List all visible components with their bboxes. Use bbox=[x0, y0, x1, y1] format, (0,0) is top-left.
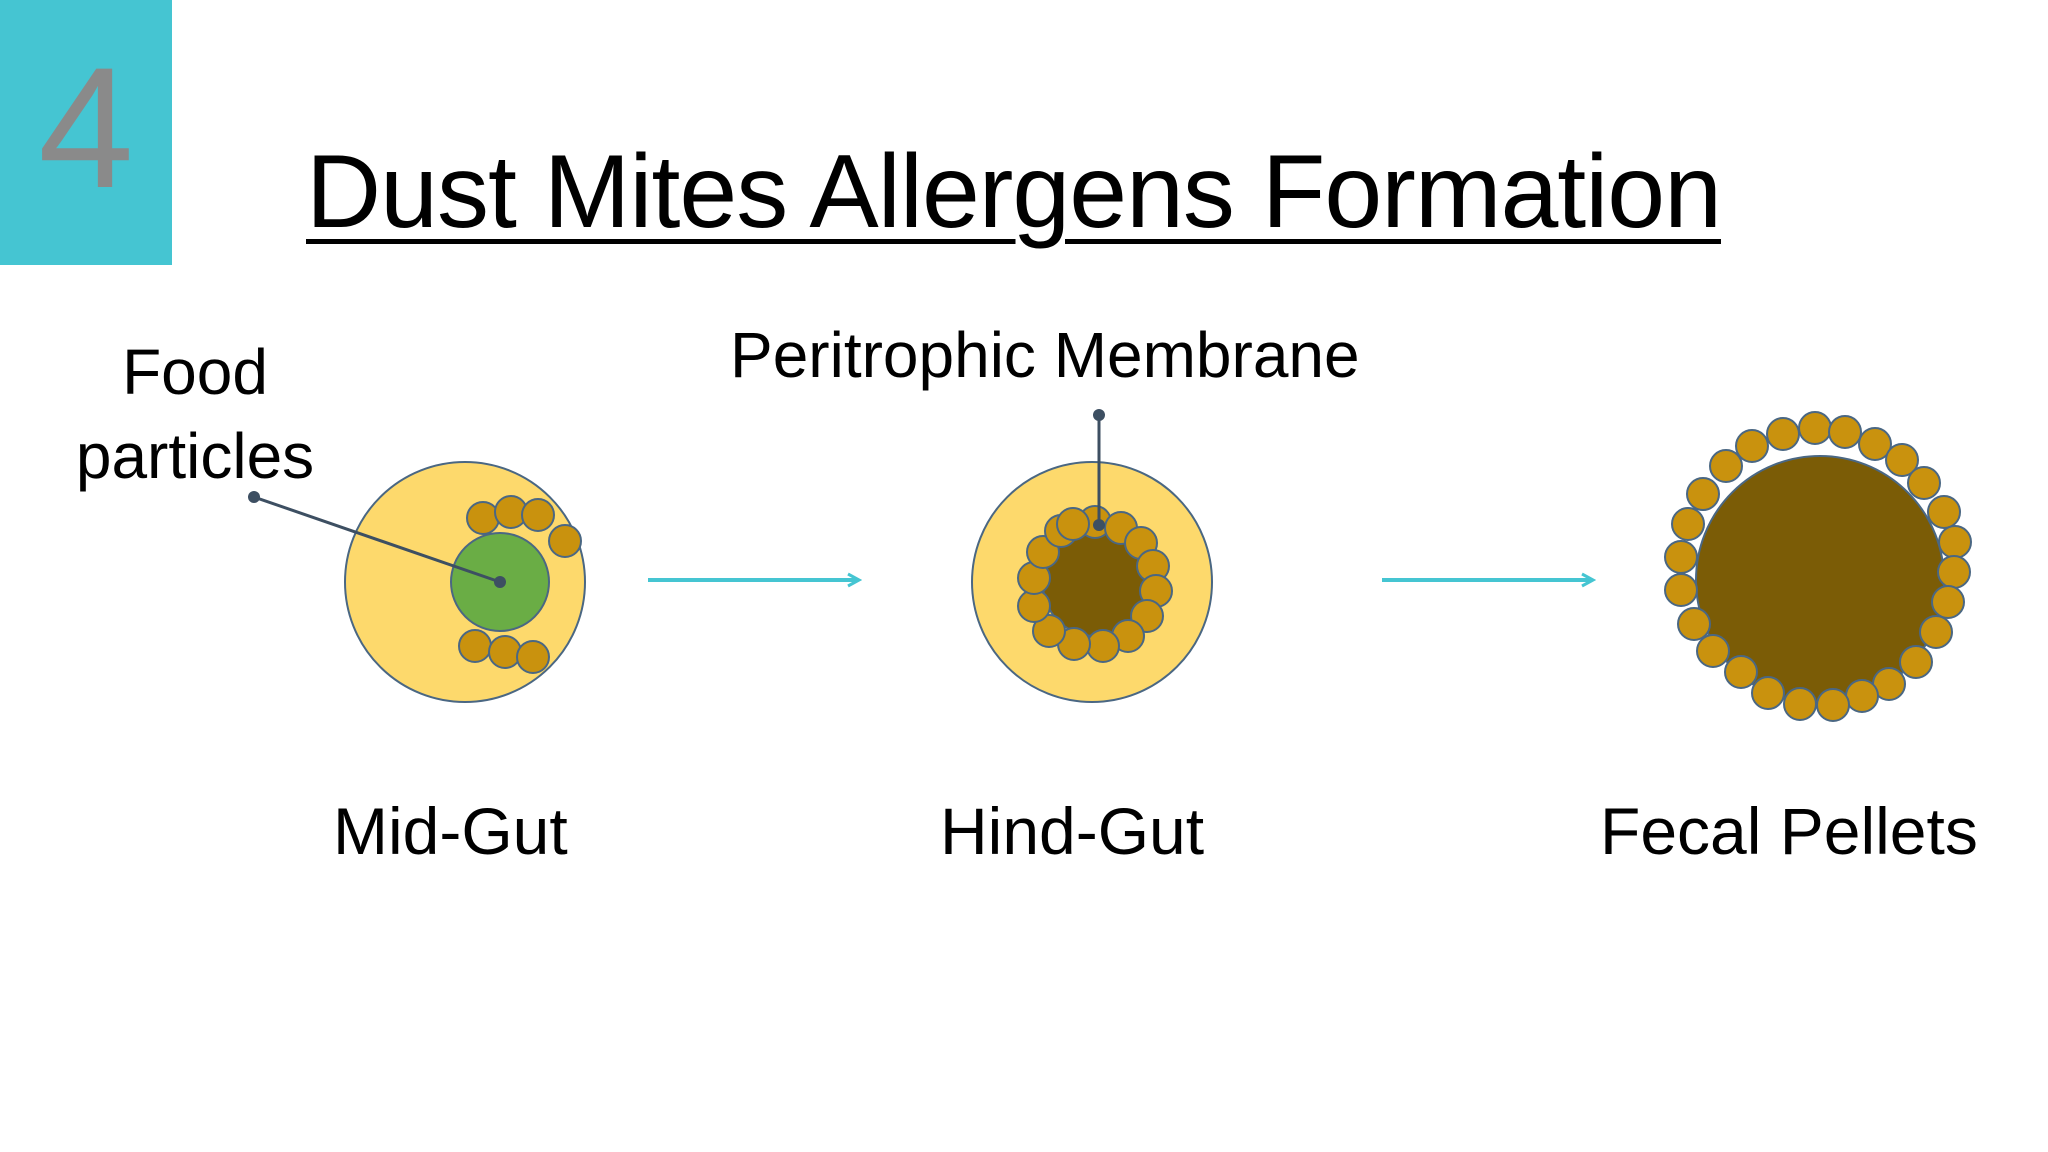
fecal-pellets-label: Fecal Pellets bbox=[1600, 794, 1978, 868]
slide-title: Dust Mites Allergens Formation bbox=[306, 134, 1722, 250]
food-particles-label: Food particles bbox=[60, 330, 330, 498]
peritrophic-membrane-label: Peritrophic Membrane bbox=[730, 319, 1360, 391]
food-label-line2: particles bbox=[75, 420, 315, 492]
slide-number-box: 4 bbox=[0, 0, 172, 265]
fecal-pellet-shell bbox=[1664, 411, 1972, 722]
slide-number: 4 bbox=[38, 32, 134, 224]
mid-gut-diagram bbox=[248, 461, 586, 703]
mid-gut-label: Mid-Gut bbox=[333, 794, 568, 868]
fecal-pellet-diagram bbox=[1664, 411, 1972, 722]
peritrophic-membrane-ring bbox=[1017, 505, 1173, 663]
food-particles-pointer bbox=[248, 491, 506, 588]
mid-gut-particles bbox=[458, 495, 582, 674]
hind-gut-label: Hind-Gut bbox=[940, 794, 1205, 868]
peritrophic-membrane-pointer bbox=[1093, 409, 1105, 531]
hind-gut-diagram bbox=[971, 409, 1213, 703]
food-label-line1: Food bbox=[122, 336, 268, 408]
